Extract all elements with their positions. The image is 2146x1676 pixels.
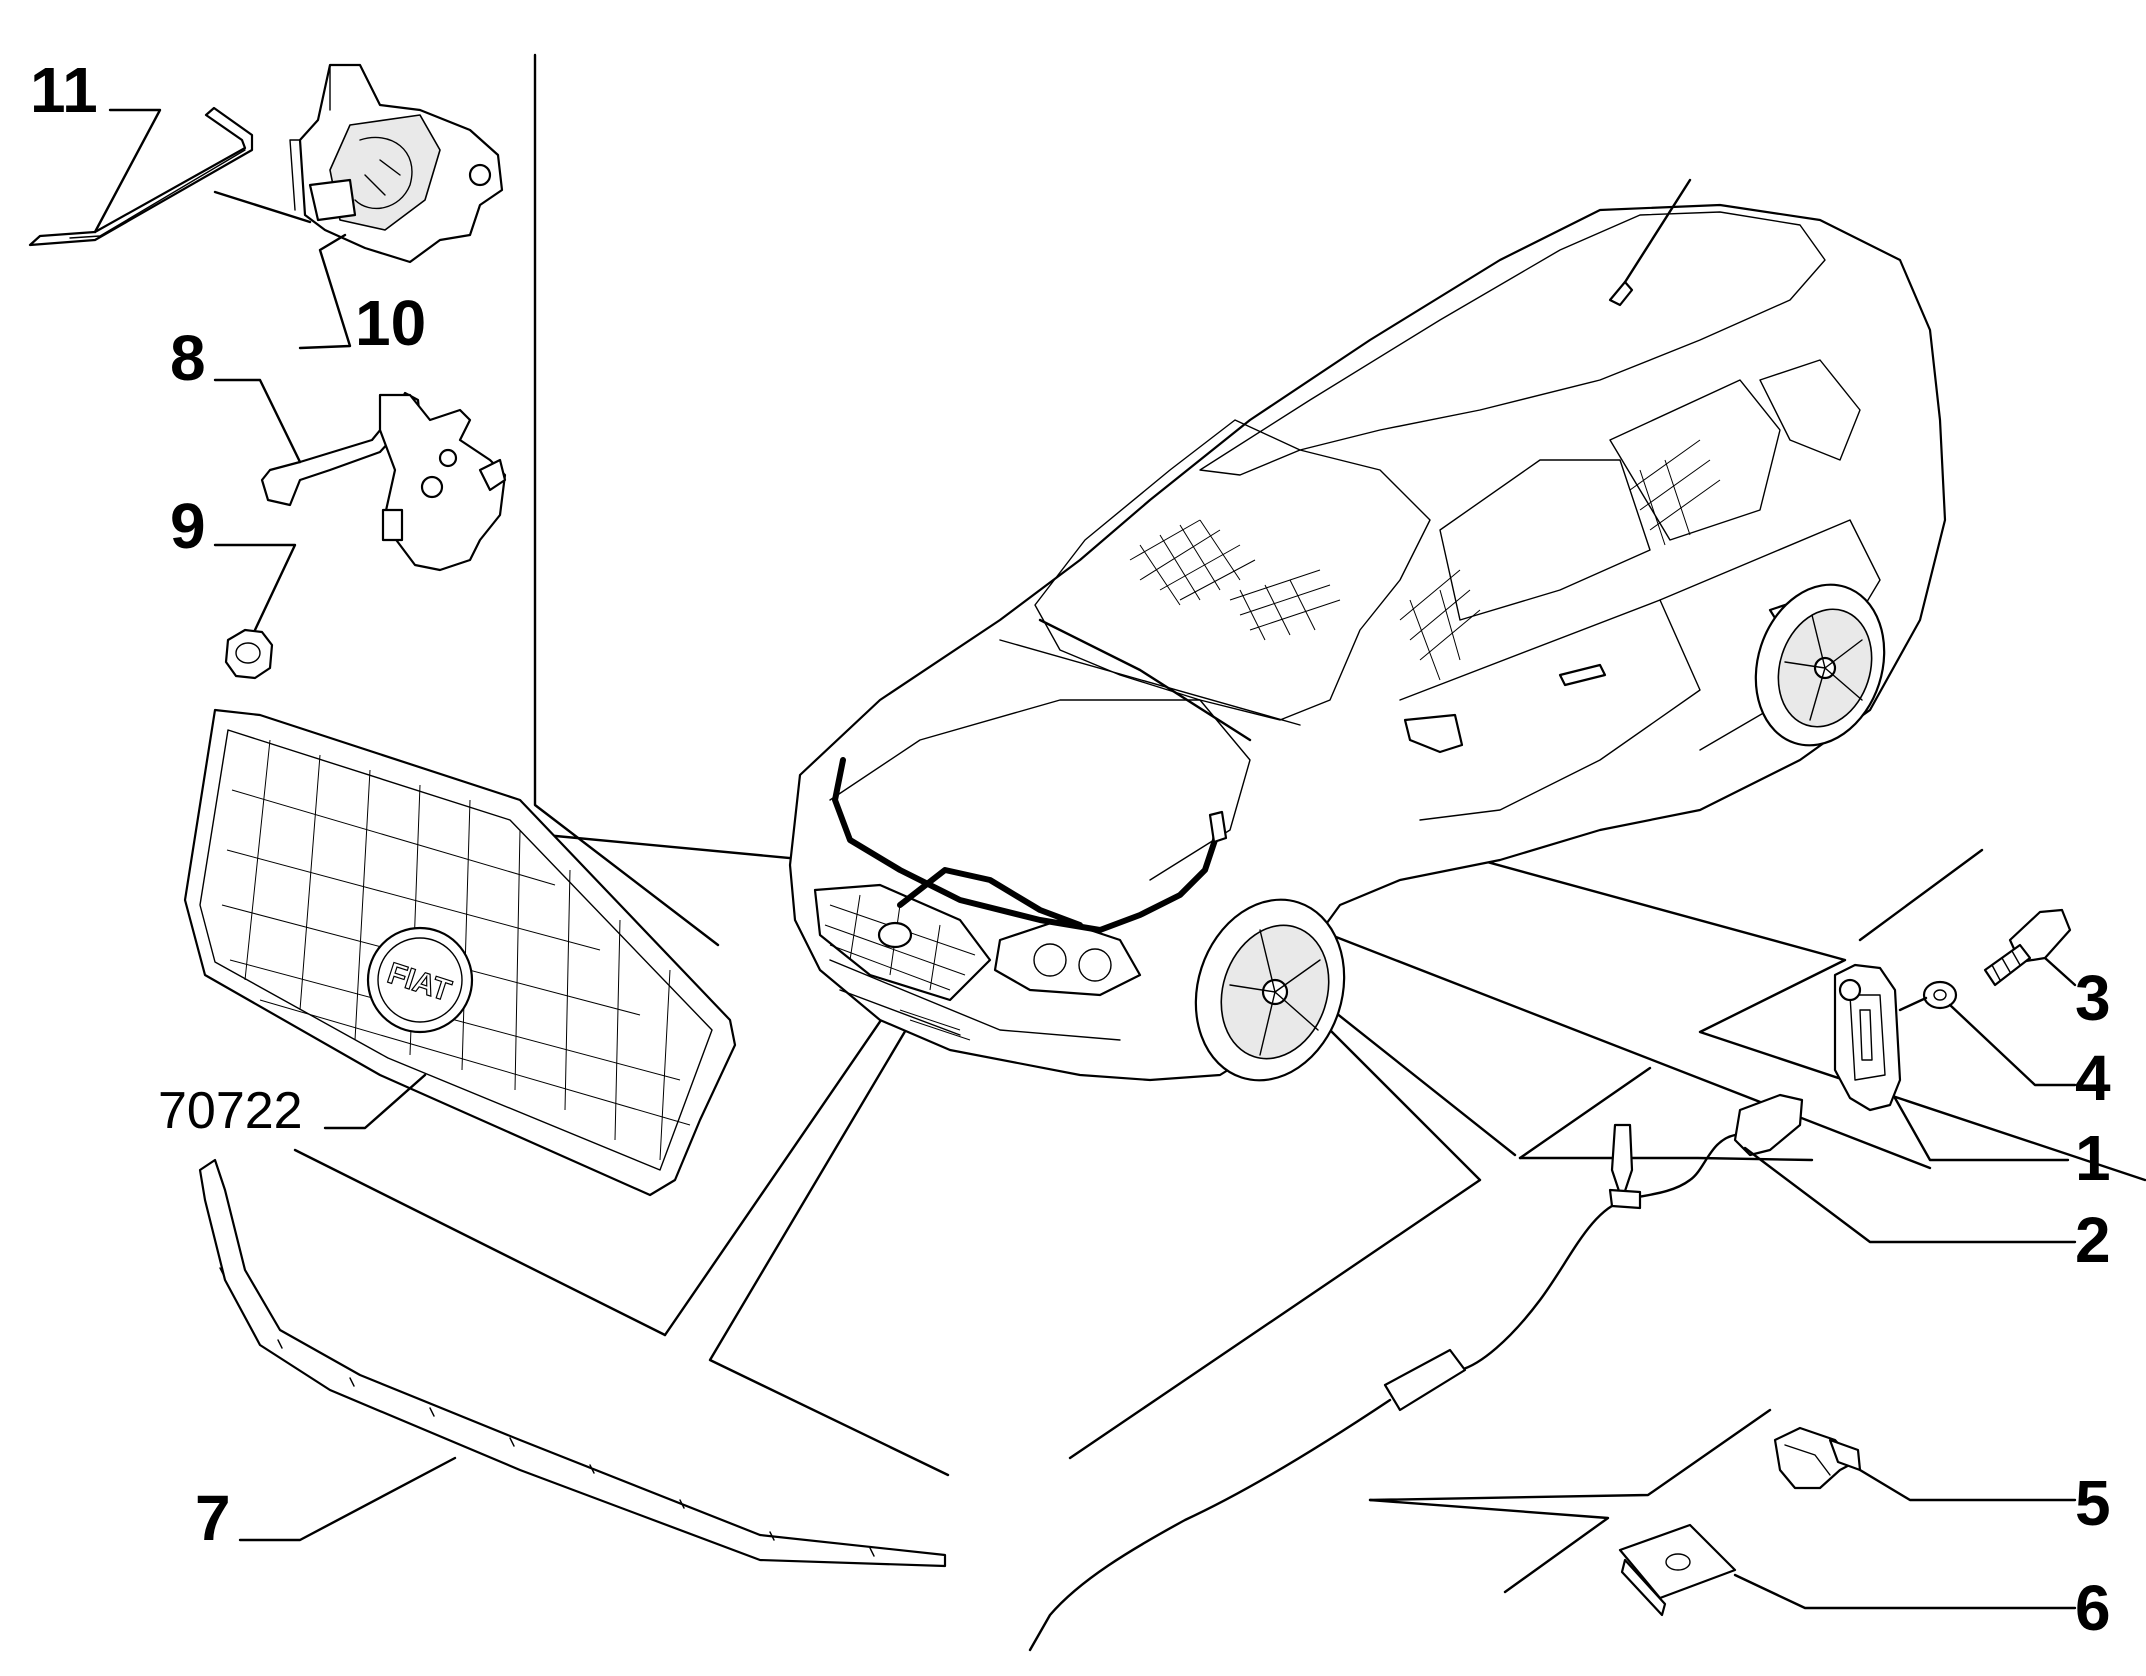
part-11-release-lever: [28, 106, 254, 247]
car-illustration: [788, 178, 1947, 1082]
part-4-washer: [1922, 980, 1958, 1010]
radiator-grille-70722: FIAT: [183, 708, 737, 1197]
callout-3: 3: [2075, 962, 2111, 1034]
callout-1: 1: [2075, 1122, 2111, 1194]
rear-wheel: [1754, 583, 1886, 747]
callout-6: 6: [2075, 1572, 2111, 1644]
callout-2: 2: [2075, 1204, 2111, 1276]
grille-fiat-badge: FIAT: [366, 926, 474, 1034]
part-9-nut: [224, 628, 274, 680]
part-10-hood-lock: [289, 63, 504, 264]
callout-9: 9: [170, 490, 206, 562]
callout-labels: 11 10 8 9 70722 7 3 4 1 2 5 6: [30, 54, 2111, 1644]
callout-11: 11: [30, 54, 98, 126]
part-5-clip: [1773, 1426, 1862, 1490]
front-wheel: [1194, 898, 1346, 1082]
part-2-release-cable: [1028, 1093, 1804, 1652]
callout-leaders: [93, 108, 2077, 1610]
part-8-safety-catch: [260, 391, 507, 572]
part-1-hood-latch-plate: [1833, 963, 1902, 1112]
callout-8: 8: [170, 322, 206, 394]
callout-70722: 70722: [158, 1082, 303, 1140]
part-3-bolt: [1983, 908, 2072, 987]
seat-nets: [1129, 439, 1721, 681]
part-7-seal-strip: [198, 1158, 947, 1568]
callout-10: 10: [355, 287, 426, 359]
callout-7: 7: [195, 1482, 231, 1554]
callout-4: 4: [2075, 1042, 2111, 1114]
section-lines: [293, 53, 2146, 1594]
callout-5: 5: [2075, 1467, 2111, 1539]
part-6-speed-nut: [1618, 1523, 1737, 1617]
